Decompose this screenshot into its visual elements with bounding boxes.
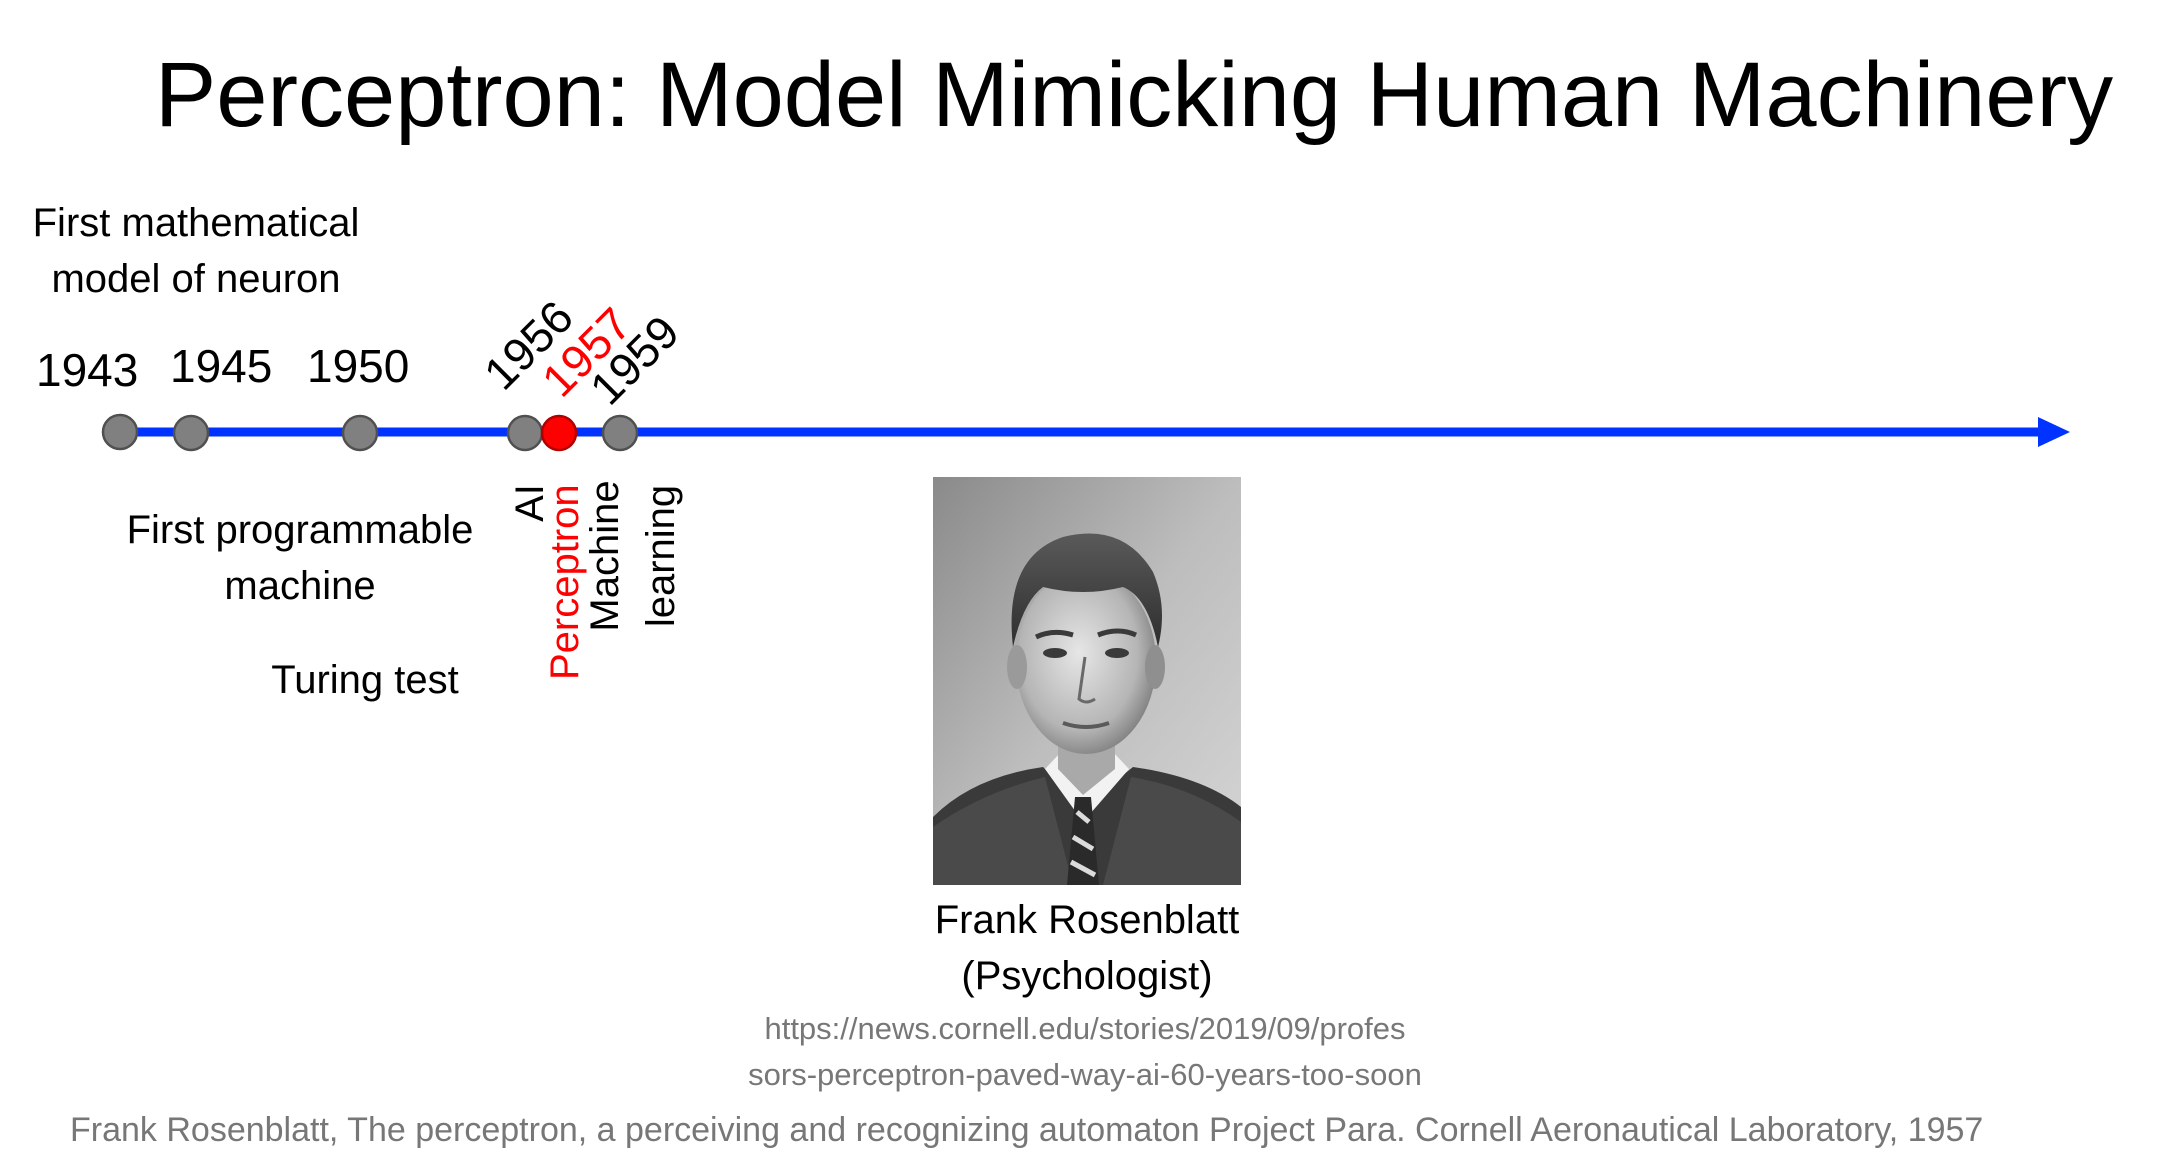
event-label-1945: First programmable machine [115, 502, 485, 614]
photo-caption: Frank Rosenblatt (Psychologist) [880, 892, 1294, 1004]
timeline-node-1956 [506, 414, 544, 452]
timeline-arrowhead [2038, 417, 2070, 447]
event-label-1950: Turing test [271, 658, 459, 702]
photo-caption-role: (Psychologist) [961, 954, 1213, 998]
year-label-1943: 1943 [36, 344, 139, 396]
timeline-node-1950 [341, 414, 379, 452]
timeline-node-1959 [601, 414, 639, 452]
event-label-1943-line1: First mathematical [32, 201, 360, 245]
source-url: https://news.cornell.edu/stories/2019/09… [720, 1006, 1450, 1098]
timeline-node-1943 [101, 413, 139, 451]
event-label-1943-line2: model of neuron [51, 257, 341, 301]
source-url-line1: https://news.cornell.edu/stories/2019/09… [764, 1011, 1406, 1046]
portrait-photo [933, 477, 1241, 885]
source-url-line2: sors-perceptron-paved-way-ai-60-years-to… [748, 1057, 1422, 1092]
year-label-1945: 1945 [170, 340, 273, 392]
event-label-1945-line2: machine [224, 564, 376, 608]
timeline-node-1945 [172, 414, 210, 452]
citation-text: Frank Rosenblatt, The perceptron, a perc… [70, 1111, 1984, 1149]
event-label-1945-line1: First programmable [126, 508, 474, 552]
timeline-node-1957 [540, 414, 578, 452]
event-label-1959: Machine learning [577, 476, 689, 636]
photo-caption-name: Frank Rosenblatt [934, 898, 1240, 942]
event-label-1943: First mathematical model of neuron [16, 195, 376, 307]
event-label-1959-line2: learning [639, 484, 683, 628]
slide-title: Perceptron: Model Mimicking Human Machin… [154, 44, 2114, 146]
event-label-1959-line1: Machine [583, 480, 627, 632]
year-label-1950: 1950 [307, 340, 410, 392]
